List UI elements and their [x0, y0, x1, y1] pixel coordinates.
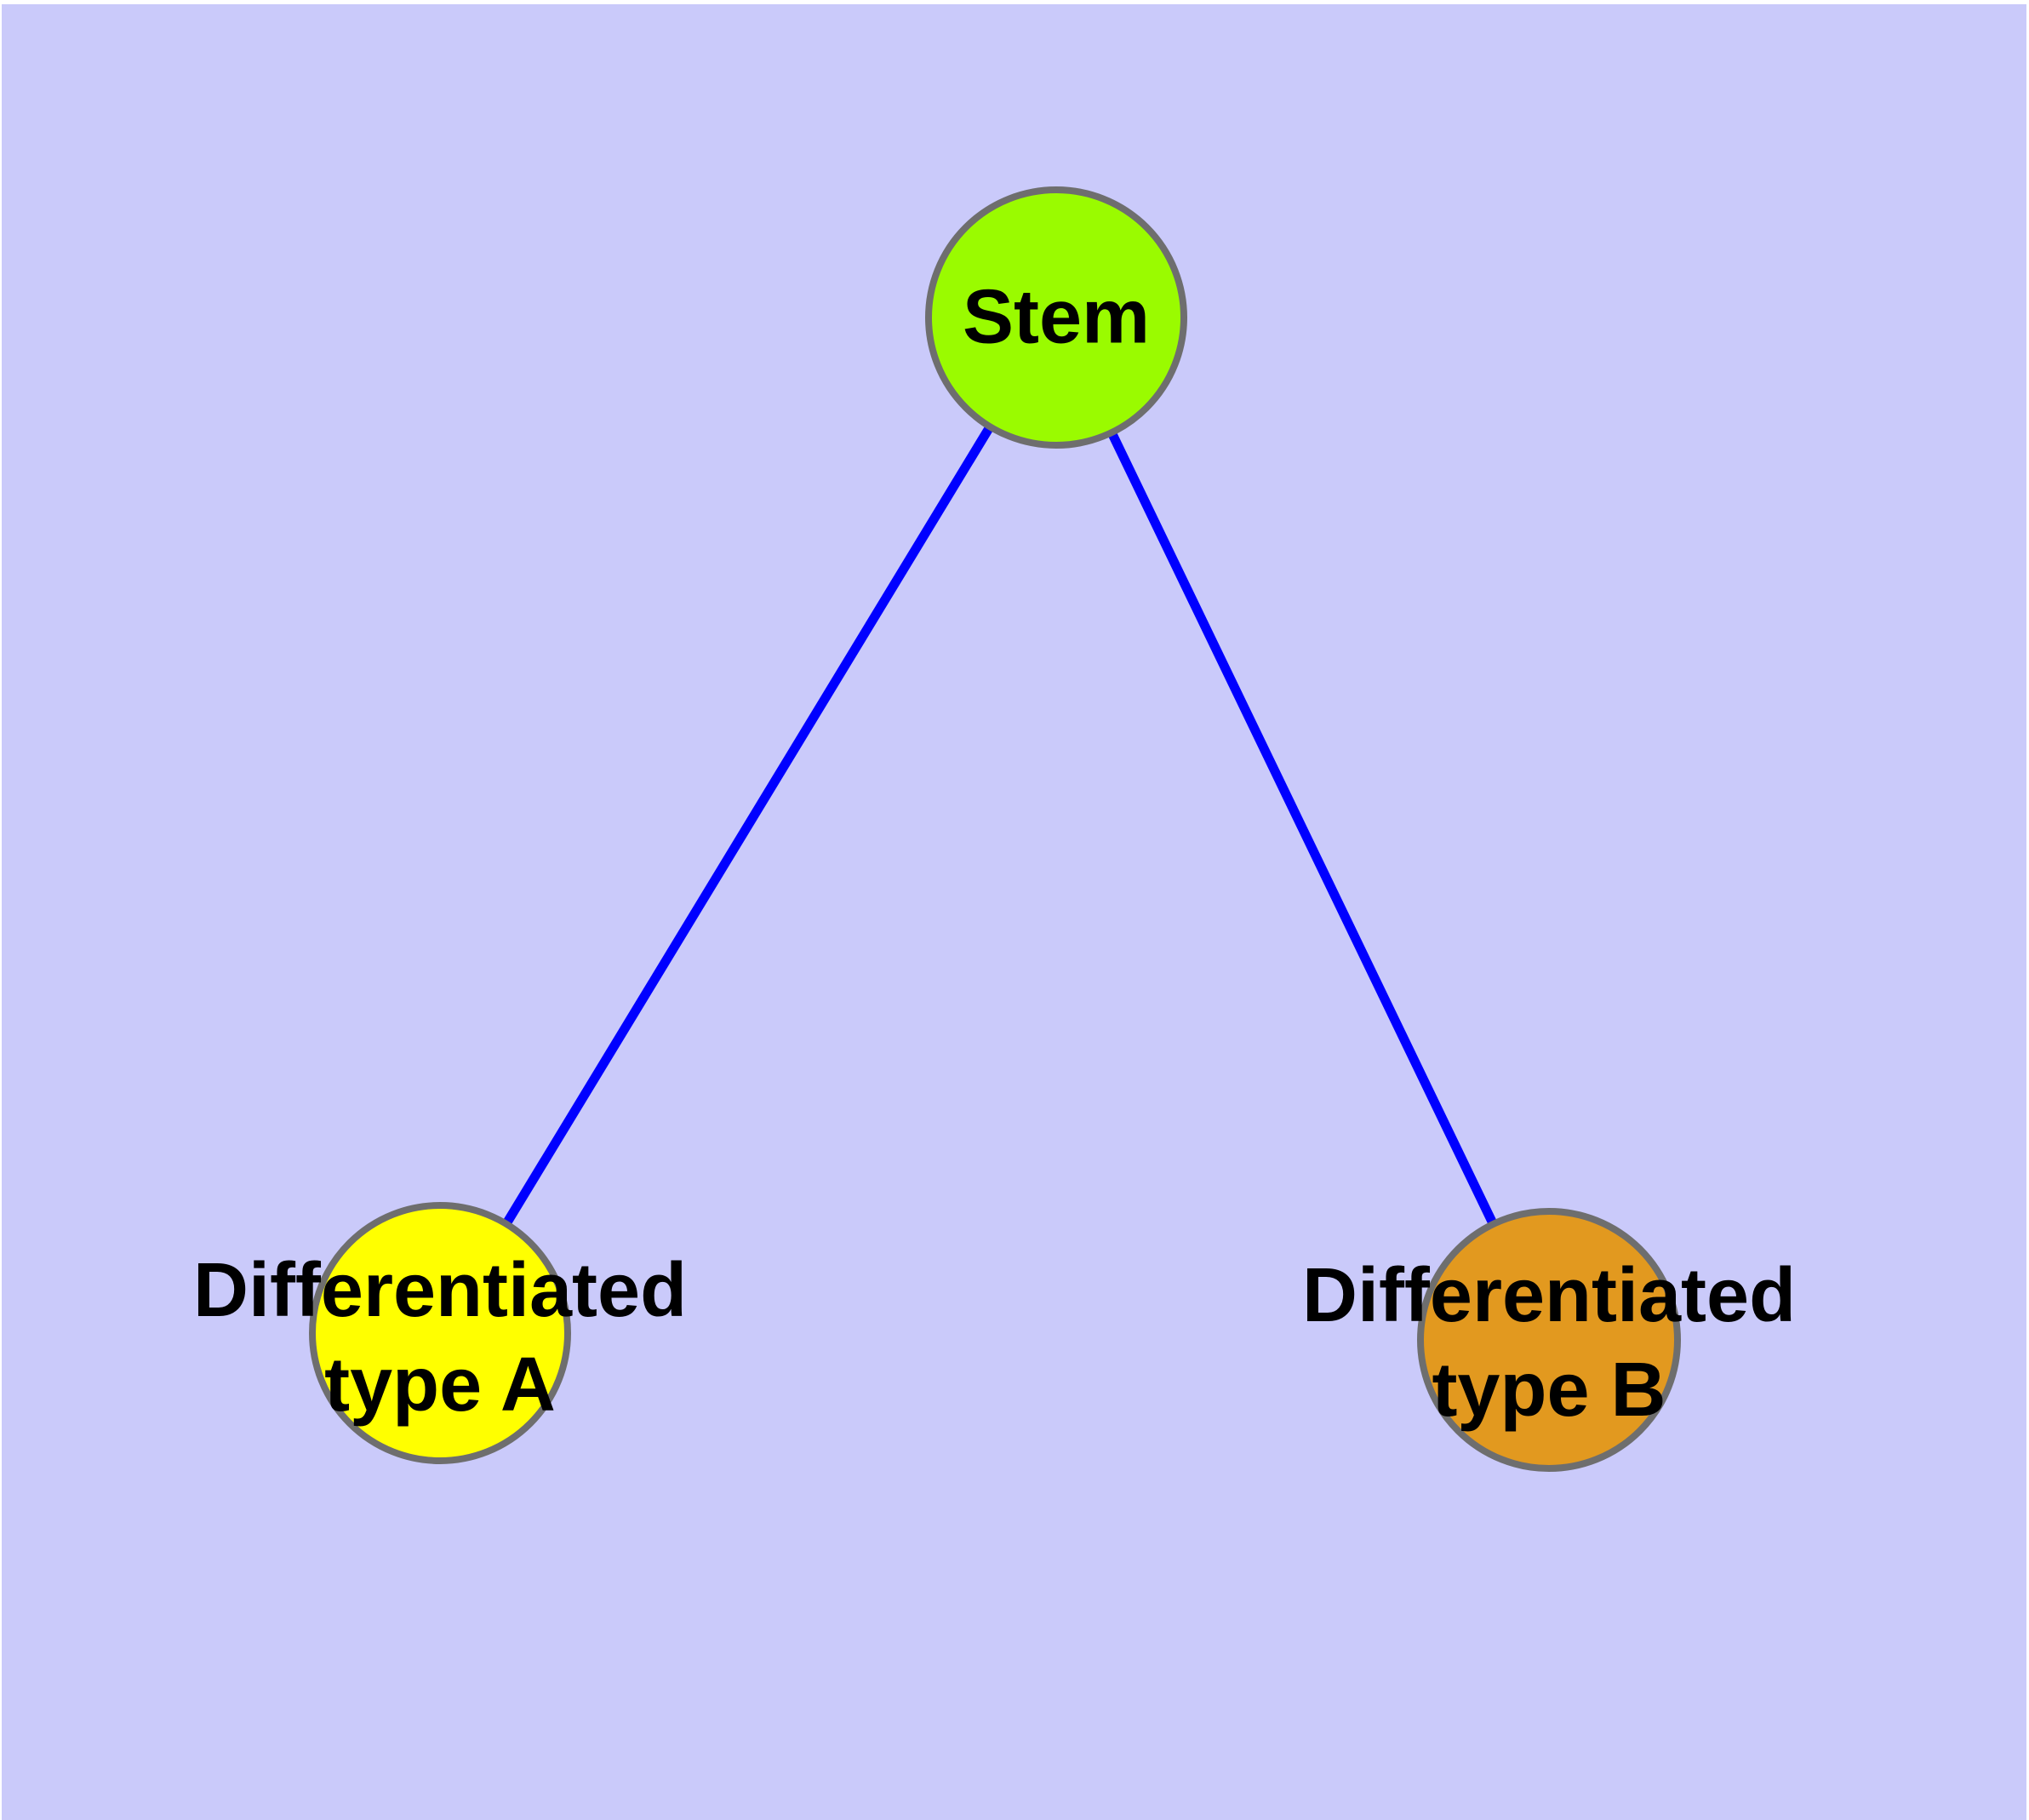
stem-node-label: Stem [962, 274, 1151, 360]
stem-node [925, 186, 1187, 449]
type-a-node [309, 1202, 571, 1464]
type-a-label-line-2: type A [324, 1342, 556, 1428]
type-a-node-label: Differentiated type A [193, 1244, 687, 1433]
type-b-label-line-1: Differentiated [1301, 1253, 1797, 1338]
type-b-node [1417, 1208, 1681, 1472]
edge-stem-to-type-b [1052, 315, 1553, 1342]
type-a-label-line-1: Differentiated [192, 1248, 688, 1333]
type-b-node-label: Differentiated type B [1302, 1249, 1796, 1438]
edge-stem-to-type-a [436, 315, 1060, 1336]
type-b-label-line-2: type B [1432, 1348, 1666, 1433]
